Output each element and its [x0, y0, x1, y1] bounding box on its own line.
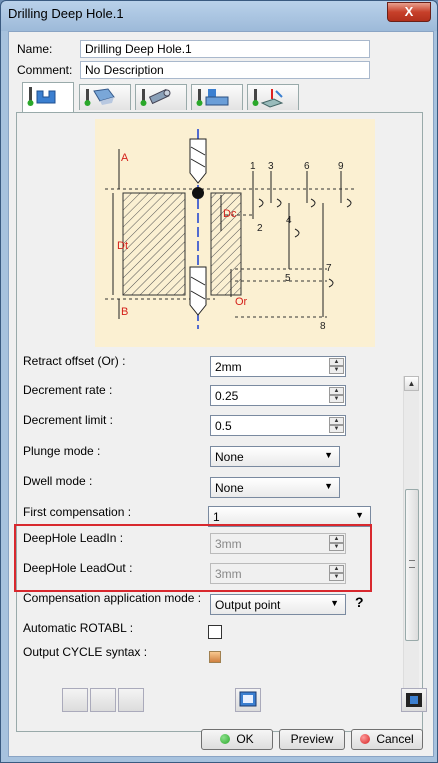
- decrement-limit-value[interactable]: 0.5: [215, 419, 232, 433]
- retract-offset-value[interactable]: 2mm: [215, 360, 242, 374]
- chevron-down-icon[interactable]: ▼: [330, 598, 339, 608]
- comment-label: Comment:: [17, 63, 73, 77]
- spin-down-icon: ▼: [329, 573, 344, 581]
- spin-up-icon[interactable]: ▲: [329, 417, 344, 425]
- spin-up-icon: ▲: [329, 565, 344, 573]
- spin-up-icon[interactable]: ▲: [329, 358, 344, 366]
- strategy-tab-icon: [27, 87, 56, 106]
- decrement-rate-spinner[interactable]: 0.25 ▲▼: [210, 385, 346, 406]
- simulate-icon[interactable]: [90, 688, 116, 712]
- first-compensation-value: 1: [213, 510, 220, 524]
- deephole-leadout-value: 3mm: [215, 567, 242, 581]
- help-icon[interactable]: ?: [355, 594, 364, 610]
- comment-field[interactable]: No Description: [80, 61, 370, 79]
- label-3: 3: [268, 161, 274, 172]
- label-5: 5: [285, 273, 291, 284]
- tool-tab-icon: [140, 88, 171, 106]
- spin-up-icon[interactable]: ▲: [329, 387, 344, 395]
- dwell-mode-label: Dwell mode :: [23, 474, 93, 488]
- window-title: Drilling Deep Hole.1: [8, 6, 124, 21]
- decrement-rate-value[interactable]: 0.25: [215, 389, 239, 403]
- dialog-body: Name: Drilling Deep Hole.1 Comment: No D…: [8, 31, 434, 757]
- deephole-leadin-label: DeepHole LeadIn :: [23, 531, 124, 545]
- label-or: Or: [235, 296, 248, 308]
- deephole-leadout-label: DeepHole LeadOut :: [23, 561, 133, 575]
- ok-label: OK: [236, 732, 254, 746]
- cancel-label: Cancel: [376, 732, 414, 746]
- spin-up-icon: ▲: [329, 535, 344, 543]
- feeds-speeds-tab-icon: [196, 89, 229, 106]
- plunge-mode-value: None: [215, 450, 244, 464]
- label-6: 6: [304, 161, 310, 172]
- comp-app-mode-label: Compensation application mode :: [23, 591, 202, 605]
- decrement-limit-label: Decrement limit :: [23, 413, 114, 427]
- spin-down-icon: ▼: [329, 543, 344, 551]
- first-compensation-select[interactable]: 1 ▼: [208, 506, 371, 527]
- label-8: 8: [320, 321, 326, 332]
- name-label: Name:: [17, 42, 53, 56]
- auto-rotabl-checkbox[interactable]: [208, 625, 222, 639]
- deephole-leadin-value: 3mm: [215, 537, 242, 551]
- dwell-mode-select[interactable]: None ▼: [210, 477, 340, 498]
- label-1: 1: [250, 161, 256, 172]
- chevron-down-icon[interactable]: ▼: [324, 450, 333, 460]
- preview-display-icon[interactable]: [235, 688, 261, 712]
- tab-strategy[interactable]: [22, 82, 74, 112]
- label-9: 9: [338, 161, 344, 172]
- retract-offset-label: Retract offset (Or) :: [23, 354, 126, 368]
- ok-button[interactable]: OK: [201, 729, 273, 750]
- cancel-icon: [360, 734, 371, 744]
- scroll-up-arrow-icon[interactable]: ▲: [404, 376, 419, 391]
- preview-button[interactable]: Preview: [279, 729, 345, 750]
- spin-down-icon[interactable]: ▼: [329, 425, 344, 433]
- chevron-down-icon[interactable]: ▼: [324, 481, 333, 491]
- tab-macros[interactable]: [247, 84, 299, 110]
- spin-down-icon[interactable]: ▼: [329, 366, 344, 374]
- chevron-down-icon[interactable]: ▼: [355, 510, 364, 520]
- deephole-leadin-spinner: 3mm ▲▼: [210, 533, 346, 554]
- first-compensation-label: First compensation :: [23, 505, 132, 519]
- plunge-mode-select[interactable]: None ▼: [210, 446, 340, 467]
- label-4: 4: [286, 215, 292, 226]
- spin-down-icon[interactable]: ▼: [329, 395, 344, 403]
- comp-app-mode-select[interactable]: Output point ▼: [210, 594, 346, 615]
- tab-geometry[interactable]: [79, 84, 131, 110]
- decrement-rate-label: Decrement rate :: [23, 383, 113, 397]
- vertical-scrollbar[interactable]: ▲ ▼: [403, 376, 419, 706]
- cancel-button[interactable]: Cancel: [351, 729, 423, 750]
- label-a: A: [121, 152, 129, 164]
- auto-rotabl-label: Automatic ROTABL :: [23, 621, 134, 635]
- highlight-box: [14, 524, 372, 592]
- title-bar[interactable]: Drilling Deep Hole.1 X: [1, 1, 437, 29]
- tab-tool[interactable]: [135, 84, 187, 110]
- output-cycle-label: Output CYCLE syntax :: [23, 645, 148, 659]
- geometry-tab-icon: [84, 88, 115, 106]
- plunge-mode-label: Plunge mode :: [23, 444, 101, 458]
- decrement-limit-spinner[interactable]: 0.5 ▲▼: [210, 415, 346, 436]
- comp-app-mode-value: Output point: [215, 598, 281, 612]
- scroll-thumb[interactable]: [405, 489, 419, 641]
- label-dt: Dt: [117, 240, 128, 252]
- dwell-mode-value: None: [215, 481, 244, 495]
- video-icon[interactable]: [401, 688, 427, 712]
- macros-tab-icon: [252, 89, 284, 108]
- name-field[interactable]: Drilling Deep Hole.1: [80, 40, 370, 58]
- preview-label: Preview: [290, 732, 334, 746]
- label-dc: Dc: [223, 208, 237, 220]
- deep-hole-diagram: A B Dt Dc Or 1 2 3 4 5 6 7 8 9: [95, 119, 375, 347]
- ok-icon: [220, 734, 231, 744]
- label-b: B: [121, 306, 128, 318]
- analyze-icon[interactable]: [118, 688, 144, 712]
- deephole-leadout-spinner: 3mm ▲▼: [210, 563, 346, 584]
- label-2: 2: [257, 223, 263, 234]
- retract-offset-spinner[interactable]: 2mm ▲▼: [210, 356, 346, 377]
- tool-path-replay-icon[interactable]: [62, 688, 88, 712]
- tab-feeds-speeds[interactable]: [191, 84, 243, 110]
- label-7: 7: [326, 263, 332, 274]
- output-cycle-checkbox[interactable]: [209, 651, 221, 663]
- close-button[interactable]: X: [387, 2, 431, 22]
